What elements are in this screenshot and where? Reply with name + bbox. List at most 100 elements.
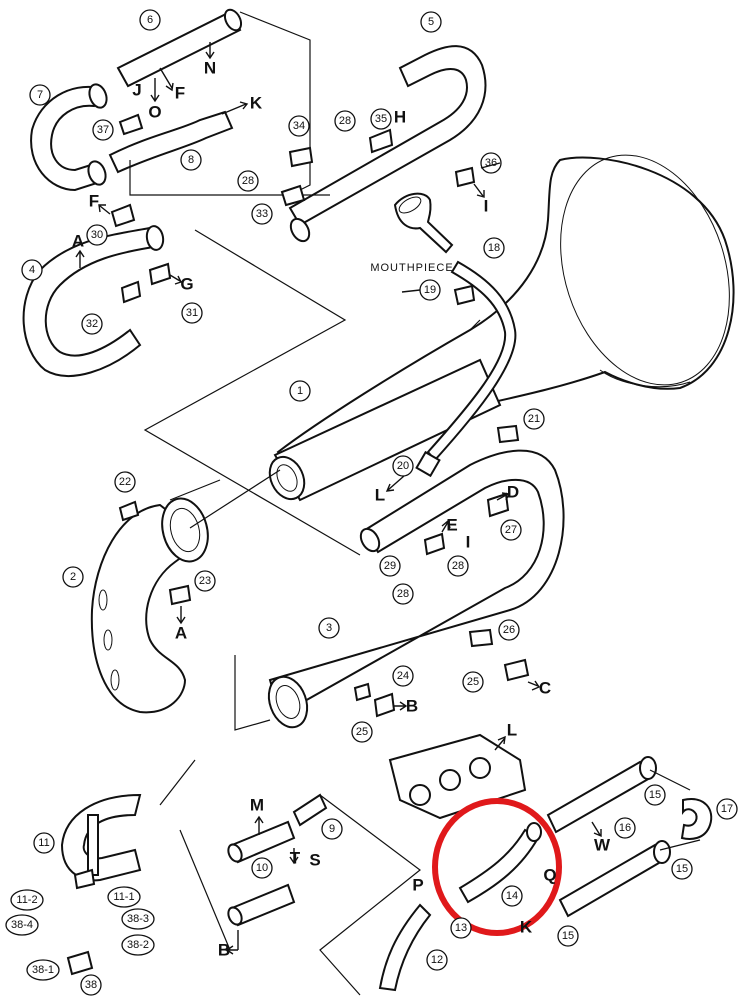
callout-12: 12 xyxy=(426,949,448,971)
svg-text:37: 37 xyxy=(97,124,109,136)
svg-text:8: 8 xyxy=(188,154,194,166)
svg-text:25: 25 xyxy=(356,726,368,738)
letter-G: G xyxy=(180,275,193,294)
svg-text:27: 27 xyxy=(505,524,517,536)
callout-25a: 25 xyxy=(462,671,484,693)
callout-22: 22 xyxy=(114,471,136,493)
svg-text:33: 33 xyxy=(256,208,268,220)
part-17-crook xyxy=(680,798,713,840)
svg-text:6: 6 xyxy=(147,14,153,26)
svg-text:32: 32 xyxy=(86,318,98,330)
svg-text:12: 12 xyxy=(431,954,443,966)
svg-text:7: 7 xyxy=(37,89,43,101)
assembly-lines xyxy=(129,11,701,996)
svg-text:18: 18 xyxy=(488,242,500,254)
letter-A-top: A xyxy=(72,232,84,251)
callout-14: 14 xyxy=(501,885,523,907)
svg-text:2: 2 xyxy=(70,571,76,583)
callout-38-1: 38-1 xyxy=(26,959,60,981)
svg-text:28: 28 xyxy=(242,175,254,187)
callout-38: 38 xyxy=(80,974,102,996)
valve-block xyxy=(388,733,527,820)
letter-P: P xyxy=(412,876,423,895)
svg-text:38: 38 xyxy=(85,979,97,991)
callout-24: 24 xyxy=(392,665,414,687)
callout-11-2: 11-2 xyxy=(10,889,44,911)
callout-15b: 15 xyxy=(671,858,693,880)
callout-38-3: 38-3 xyxy=(121,908,155,930)
svg-text:1: 1 xyxy=(297,385,303,397)
callout-13: 13 xyxy=(450,917,472,939)
callout-5: 5 xyxy=(420,11,442,33)
part-7-bow xyxy=(30,83,108,192)
svg-text:23: 23 xyxy=(199,575,211,587)
svg-text:38-4: 38-4 xyxy=(11,919,33,931)
callout-25b: 25 xyxy=(351,721,373,743)
letter-C: C xyxy=(539,679,551,698)
svg-text:20: 20 xyxy=(397,460,409,472)
svg-text:38-2: 38-2 xyxy=(127,939,149,951)
svg-text:21: 21 xyxy=(528,413,540,425)
callout-31: 31 xyxy=(181,302,203,324)
callout-11-1: 11-1 xyxy=(107,886,141,908)
letter-H: H xyxy=(394,108,406,127)
svg-text:16: 16 xyxy=(619,822,631,834)
callout-33: 33 xyxy=(251,203,273,225)
callout-17: 17 xyxy=(716,798,738,820)
callout-37: 37 xyxy=(92,119,114,141)
letter-N: N xyxy=(204,59,216,78)
letter-S: S xyxy=(309,851,320,870)
part-4-bow xyxy=(22,225,165,377)
part-9-10-tubes xyxy=(227,793,328,927)
callout-7: 7 xyxy=(29,84,51,106)
highlight-circle-part-14 xyxy=(432,798,562,936)
svg-text:28: 28 xyxy=(452,560,464,572)
svg-text:38-1: 38-1 xyxy=(32,964,54,976)
callout-19: 19 xyxy=(419,279,441,301)
svg-text:9: 9 xyxy=(329,823,335,835)
callout-38-2: 38-2 xyxy=(121,934,155,956)
callout-36: 36 xyxy=(480,152,502,174)
svg-text:29: 29 xyxy=(384,560,396,572)
callout-35: 35 xyxy=(370,108,392,130)
letter-F-top: F xyxy=(175,84,185,103)
svg-text:38-3: 38-3 xyxy=(127,913,149,925)
part-12-crook xyxy=(378,903,432,992)
callout-3: 3 xyxy=(318,617,340,639)
callout-29: 29 xyxy=(379,555,401,577)
callout-28b: 28 xyxy=(237,170,259,192)
part-18-mouthpipe xyxy=(415,260,517,478)
svg-text:25: 25 xyxy=(467,676,479,688)
callout-18: 18 xyxy=(483,237,505,259)
part-14-crook xyxy=(458,822,542,904)
letter-B-mid: B xyxy=(406,697,418,716)
callout-16: 16 xyxy=(614,817,636,839)
callout-30: 30 xyxy=(86,224,108,246)
svg-text:4: 4 xyxy=(29,264,35,276)
callout-10: 10 xyxy=(251,857,273,879)
svg-text:24: 24 xyxy=(397,670,409,682)
letter-I-mid: I xyxy=(466,533,471,552)
letter-M: M xyxy=(250,796,264,815)
svg-text:31: 31 xyxy=(186,307,198,319)
letter-Q: Q xyxy=(543,866,556,885)
svg-text:19: 19 xyxy=(424,284,436,296)
svg-text:17: 17 xyxy=(721,803,733,815)
svg-text:34: 34 xyxy=(293,120,305,132)
letter-L-bottom: L xyxy=(507,721,517,740)
svg-text:3: 3 xyxy=(326,622,332,634)
svg-text:10: 10 xyxy=(256,862,268,874)
callout-34: 34 xyxy=(288,115,310,137)
callout-21: 21 xyxy=(523,408,545,430)
svg-text:35: 35 xyxy=(375,113,387,125)
letter-B-bottom: B xyxy=(218,941,230,960)
callout-27: 27 xyxy=(500,519,522,541)
callout-15c: 15 xyxy=(557,925,579,947)
svg-text:15: 15 xyxy=(562,930,574,942)
letter-A-bottom: A xyxy=(175,624,187,643)
svg-text:13: 13 xyxy=(455,922,467,934)
part-11-loop xyxy=(60,793,142,882)
mouthpiece xyxy=(393,192,454,254)
part-16-tubes xyxy=(546,756,671,918)
letter-O: O xyxy=(148,103,161,122)
